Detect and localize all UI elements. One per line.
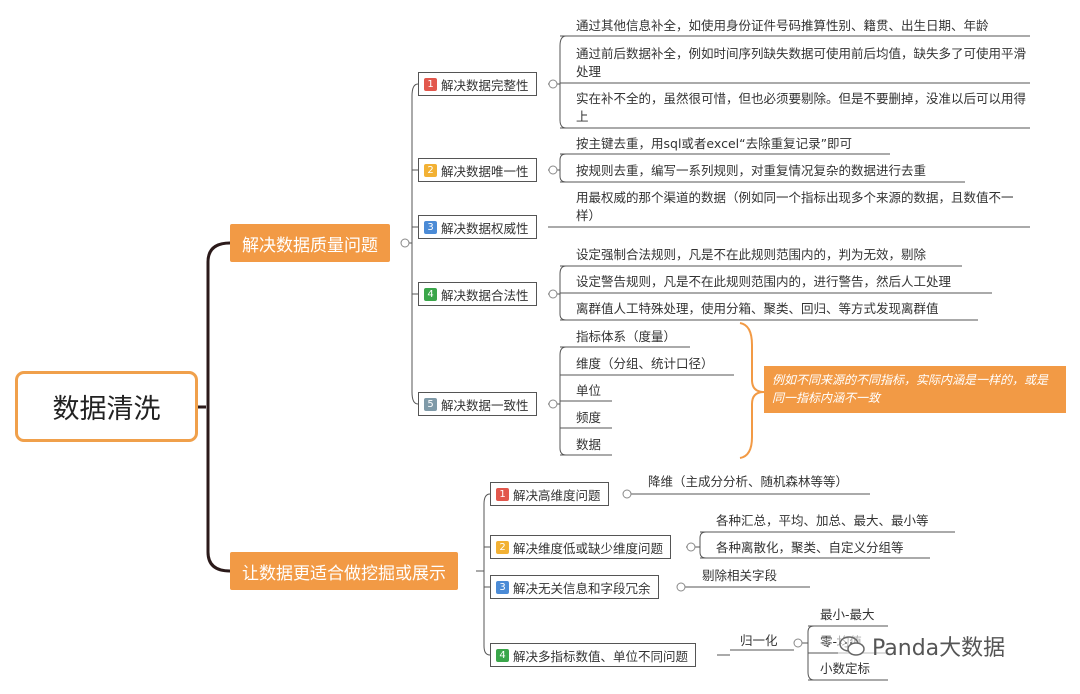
leaf-item[interactable]: 数据 [576,437,602,452]
topic-label: 解决无关信息和字段冗余 [513,580,651,596]
leaf-item[interactable]: 各种汇总，平均、加总、最大、最小等 [716,513,929,528]
leaf-item[interactable]: 设定强制合法规则，凡是不在此规则范围内的，判为无效，剔除 [576,247,927,262]
priority-4-icon: 4 [496,648,509,662]
priority-3-icon: 3 [424,220,437,234]
leaf-item[interactable]: 频度 [576,410,602,425]
wechat-icon [839,636,865,656]
priority-1-icon: 1 [424,77,437,91]
topic-label: 解决数据唯一性 [441,163,529,179]
topic-high-dimension[interactable]: 1 解决高维度问题 [490,482,609,506]
leaf-item[interactable]: 单位 [576,383,602,398]
priority-4-icon: 4 [424,287,437,301]
topic-label: 解决多指标数值、单位不同问题 [513,648,689,664]
priority-1-icon: 1 [496,487,509,501]
priority-3-icon: 3 [496,580,509,594]
topic-label: 解决高维度问题 [513,487,601,503]
callout-note[interactable]: 例如不同来源的不同指标，实际内涵是一样的，或是同一指标内涵不一致 [764,366,1066,413]
priority-2-icon: 2 [424,163,437,177]
topic-label: 解决数据合法性 [441,287,529,303]
leaf-item[interactable]: 降维（主成分分析、随机森林等等） [648,474,849,489]
topic-label: 解决维度低或缺少维度问题 [513,540,664,556]
topic-label: 解决数据权威性 [441,220,529,236]
leaf-item[interactable]: 剔除相关字段 [702,568,778,583]
branch-mining-display[interactable]: 让数据更适合做挖掘或展示 [230,552,458,590]
leaf-item[interactable]: 离群值人工特殊处理，使用分箱、聚类、回归、等方式发现离群值 [576,301,939,316]
topic-authority[interactable]: 3 解决数据权威性 [418,215,537,239]
leaf-item[interactable]: 通过其他信息补全，如使用身份证件号码推算性别、籍贯、出生日期、年龄 [576,18,989,33]
priority-5-icon: 5 [424,397,437,411]
leaf-item[interactable]: 按主键去重，用sql或者excel“去除重复记录”即可 [576,136,853,151]
normalization-label[interactable]: 归一化 [740,633,778,648]
branch-data-quality[interactable]: 解决数据质量问题 [230,224,390,262]
leaf-item[interactable]: 指标体系（度量） [576,329,677,344]
leaf-item[interactable]: 设定警告规则，凡是不在此规则范围内的，进行警告，然后人工处理 [576,274,952,289]
topic-label: 解决数据一致性 [441,397,529,413]
topic-units[interactable]: 4 解决多指标数值、单位不同问题 [490,643,697,667]
watermark-text: Panda大数据 [872,636,1006,661]
leaf-item[interactable]: 各种离散化，聚类、自定义分组等 [716,540,904,555]
topic-uniqueness[interactable]: 2 解决数据唯一性 [418,158,537,182]
leaf-item[interactable]: 按规则去重，编写一系列规则，对重复情况复杂的数据进行去重 [576,163,927,178]
topic-low-dimension[interactable]: 2 解决维度低或缺少维度问题 [490,535,672,559]
watermark: Panda大数据 [838,630,1006,662]
topic-completeness[interactable]: 1 解决数据完整性 [418,72,537,96]
leaf-item[interactable]: 最小-最大 [820,607,875,622]
leaf-item[interactable]: 通过前后数据补全，例如时间序列缺失数据可使用前后均值，缺失多了可使用平滑处理 [576,46,1027,79]
leaf-item[interactable]: 维度（分组、统计口径） [576,356,714,371]
leaf-item[interactable]: 用最权威的那个渠道的数据（例如同一个指标出现多个来源的数据，且数值不一样） [576,190,1014,223]
topic-redundancy[interactable]: 3 解决无关信息和字段冗余 [490,575,659,599]
leaf-item[interactable]: 小数定标 [820,661,871,676]
root-topic[interactable]: 数据清洗 [15,371,198,442]
leaf-item[interactable]: 实在补不全的，虽然很可惜，但也必须要剔除。但是不要删掉，没准以后可以用得上 [576,91,1027,124]
priority-2-icon: 2 [496,540,509,554]
topic-label: 解决数据完整性 [441,77,529,93]
topic-consistency[interactable]: 5 解决数据一致性 [418,392,537,416]
topic-legality[interactable]: 4 解决数据合法性 [418,282,537,306]
